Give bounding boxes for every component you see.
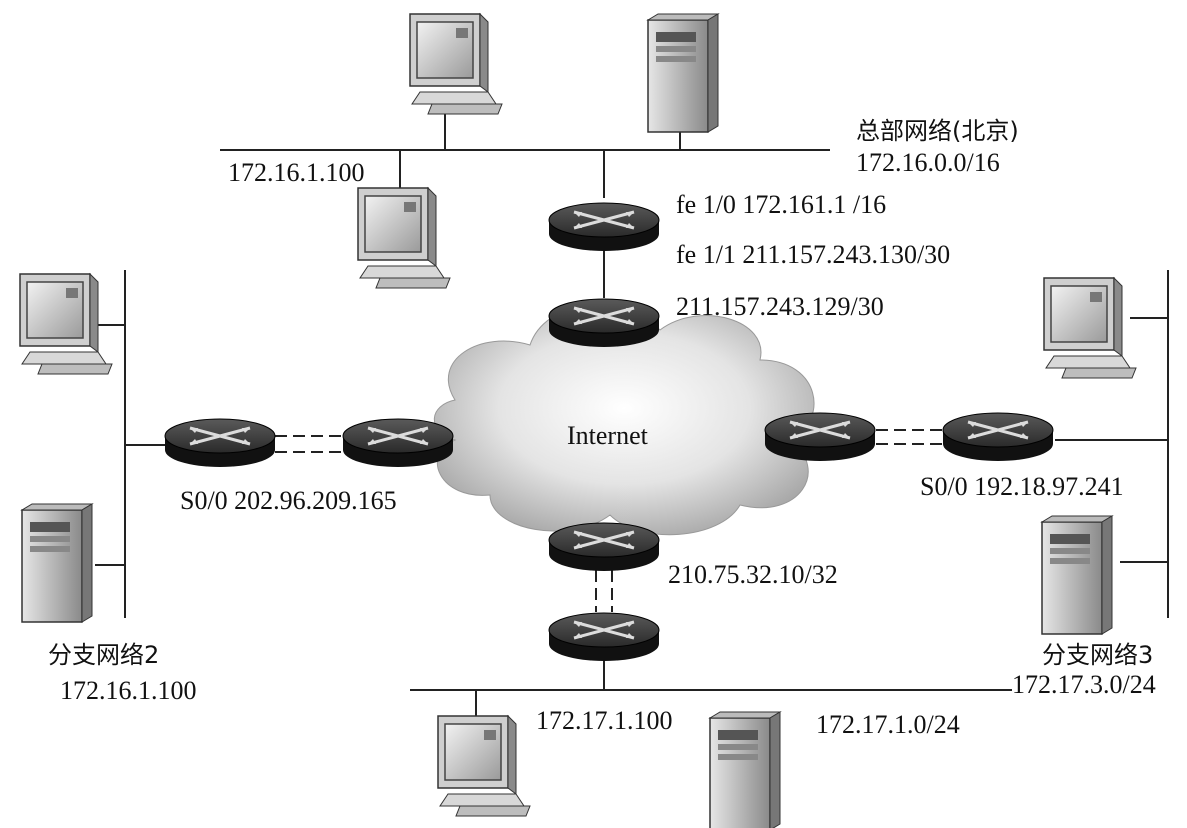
hq-router-icon	[547, 201, 661, 253]
branch1-router-icon	[547, 611, 661, 663]
branch3-router-icon	[941, 411, 1055, 463]
branch3-network-address: 172.17.3.0/24	[1012, 670, 1156, 699]
branch2-serial-ip: S0/0 202.96.209.165	[180, 486, 397, 515]
branch3-server-icon	[1041, 515, 1113, 635]
branch3-network-name: 分支网络3	[1042, 641, 1154, 669]
branch2-workstation-icon	[19, 273, 113, 375]
hq-host-ip: 172.16.1.100	[228, 158, 365, 187]
hq-router-fe10: fe 1/0 172.161.1 /16	[676, 190, 887, 219]
branch1-host-ip: 172.17.1.100	[536, 706, 673, 735]
hq-network-name: 总部网络(北京)	[856, 117, 1019, 145]
branch1-workstation-icon	[437, 715, 531, 817]
branch3-serial-ip: S0/0 192.18.97.241	[920, 472, 1124, 501]
branch2-isp-router-icon	[341, 417, 455, 469]
branch2-network-address: 172.16.1.100	[60, 676, 197, 705]
branch1-server-icon	[709, 711, 781, 828]
hq-network-address: 172.16.0.0/16	[856, 148, 1000, 177]
branch1-isp-ip: 210.75.32.10/32	[668, 560, 838, 589]
branch3-isp-router-icon	[763, 411, 877, 463]
hq-isp-router-icon	[547, 297, 661, 349]
branch2-router-icon	[163, 417, 277, 469]
branch1-isp-router-icon	[547, 521, 661, 573]
hq-workstation-2-icon	[357, 187, 451, 289]
hq-isp-ip: 211.157.243.129/30	[676, 292, 884, 321]
branch2-network-name: 分支网络2	[48, 641, 160, 669]
hq-workstation-icon	[409, 13, 503, 115]
hq-router-fe11: fe 1/1 211.157.243.130/30	[676, 240, 951, 269]
hq-server-icon	[647, 13, 719, 133]
branch3-workstation-icon	[1043, 277, 1137, 379]
internet-label: Internet	[567, 421, 648, 450]
branch2-server-icon	[21, 503, 93, 623]
branch1-network-address: 172.17.1.0/24	[816, 710, 960, 739]
